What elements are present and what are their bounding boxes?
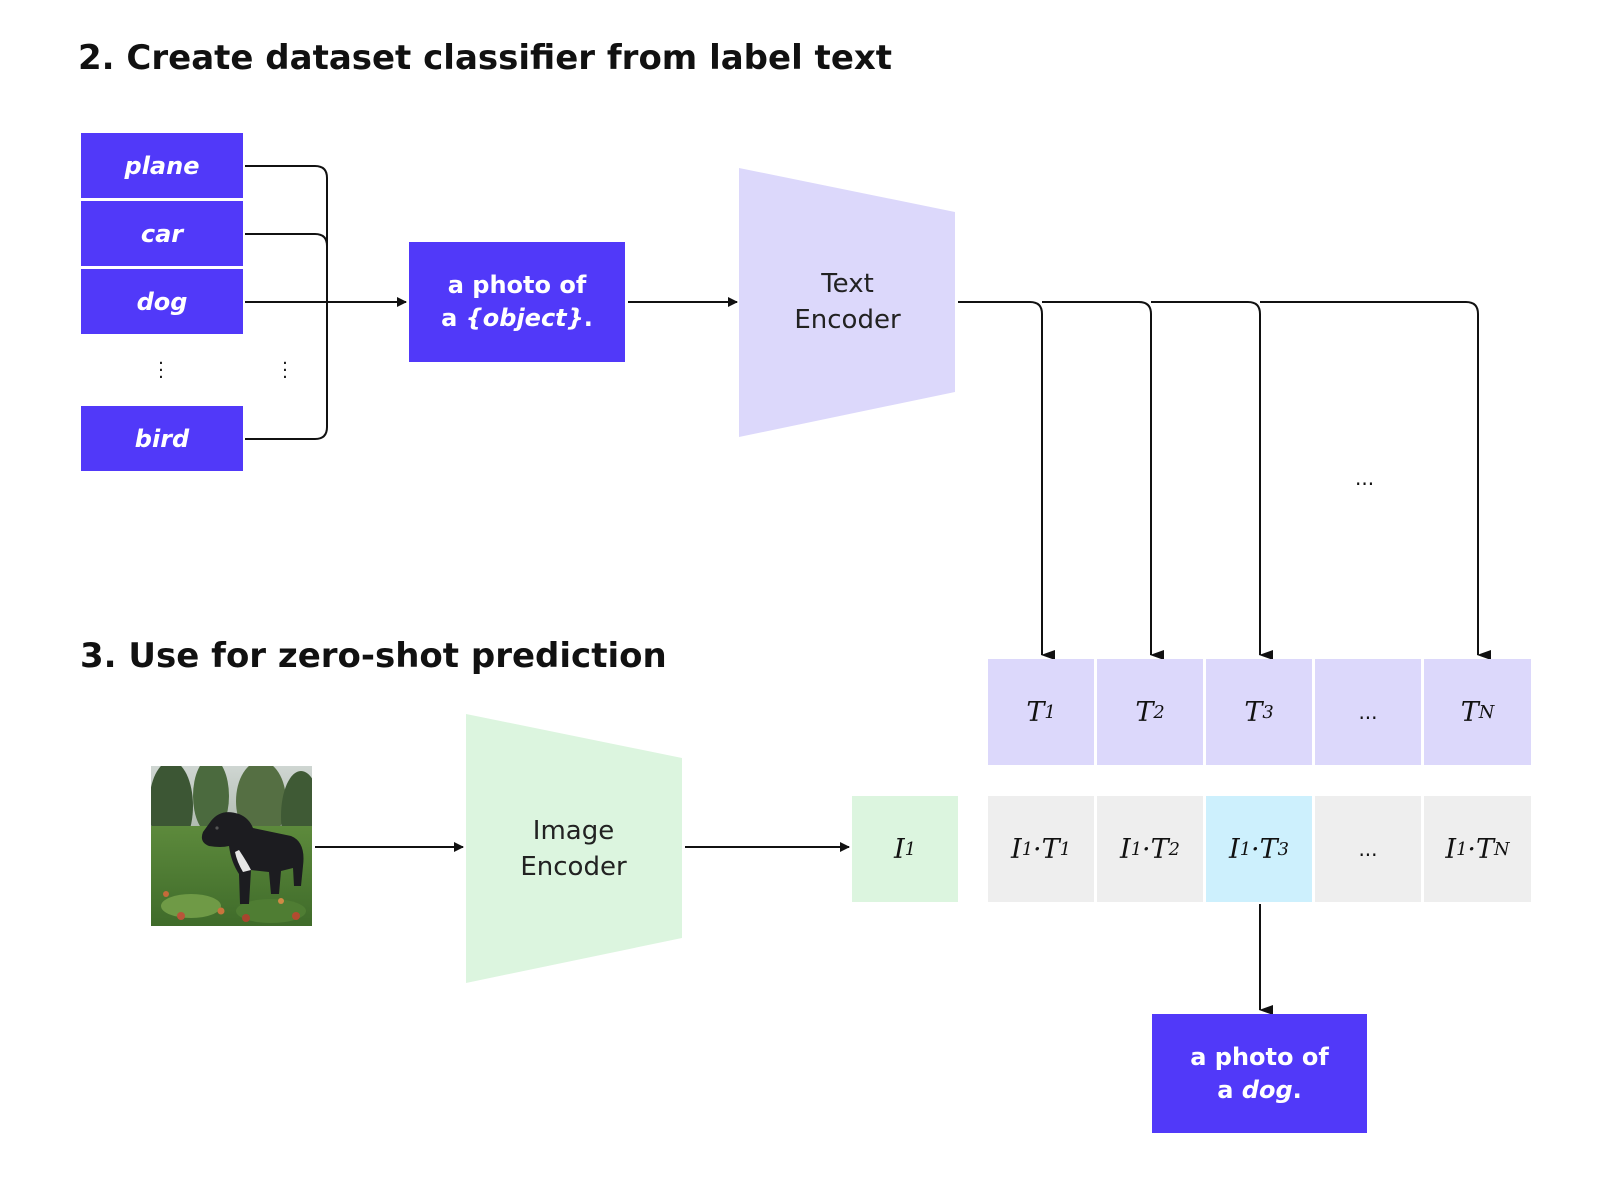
section-3-title: 3. Use for zero-shot prediction	[80, 636, 667, 676]
prompt-line-1: a photo of	[447, 271, 587, 299]
label-car: car	[81, 201, 243, 266]
car-connector	[245, 233, 328, 247]
score-ellipsis: ...	[1315, 796, 1421, 902]
arrow-to-t3	[1151, 301, 1273, 660]
image-encoder-label: Image Encoder	[520, 816, 627, 882]
arrow-to-tn	[1260, 301, 1491, 660]
arrow-to-t1	[958, 301, 1055, 660]
dog-photo-image	[151, 766, 312, 926]
prediction-line-2: a dog.	[1217, 1075, 1302, 1104]
prediction-box: a photo of a dog.	[1152, 1014, 1367, 1133]
text-embedding-ellipsis: ...	[1315, 659, 1421, 765]
text-encoder-shape	[739, 168, 955, 437]
text-encoder-label: Text Encoder	[794, 269, 901, 335]
labels-vertical-ellipsis: ···	[158, 353, 164, 388]
label-dog: dog	[81, 269, 243, 334]
section-2-title: 2. Create dataset classifier from label …	[78, 38, 893, 78]
arrows-ellipsis: ...	[1355, 466, 1375, 490]
bracket-vertical-ellipsis: ···	[282, 353, 288, 388]
prompt-line-2: a {object}.	[441, 304, 593, 332]
image-encoder-shape	[466, 714, 682, 983]
prediction-line-1: a photo of	[1190, 1042, 1329, 1071]
label-bird: bird	[81, 406, 243, 471]
prompt-template-box: a photo of a {object}.	[409, 242, 625, 362]
dog-photo-icon	[151, 766, 312, 926]
label-plane: plane	[81, 133, 243, 198]
arrow-to-t2	[1042, 301, 1164, 660]
